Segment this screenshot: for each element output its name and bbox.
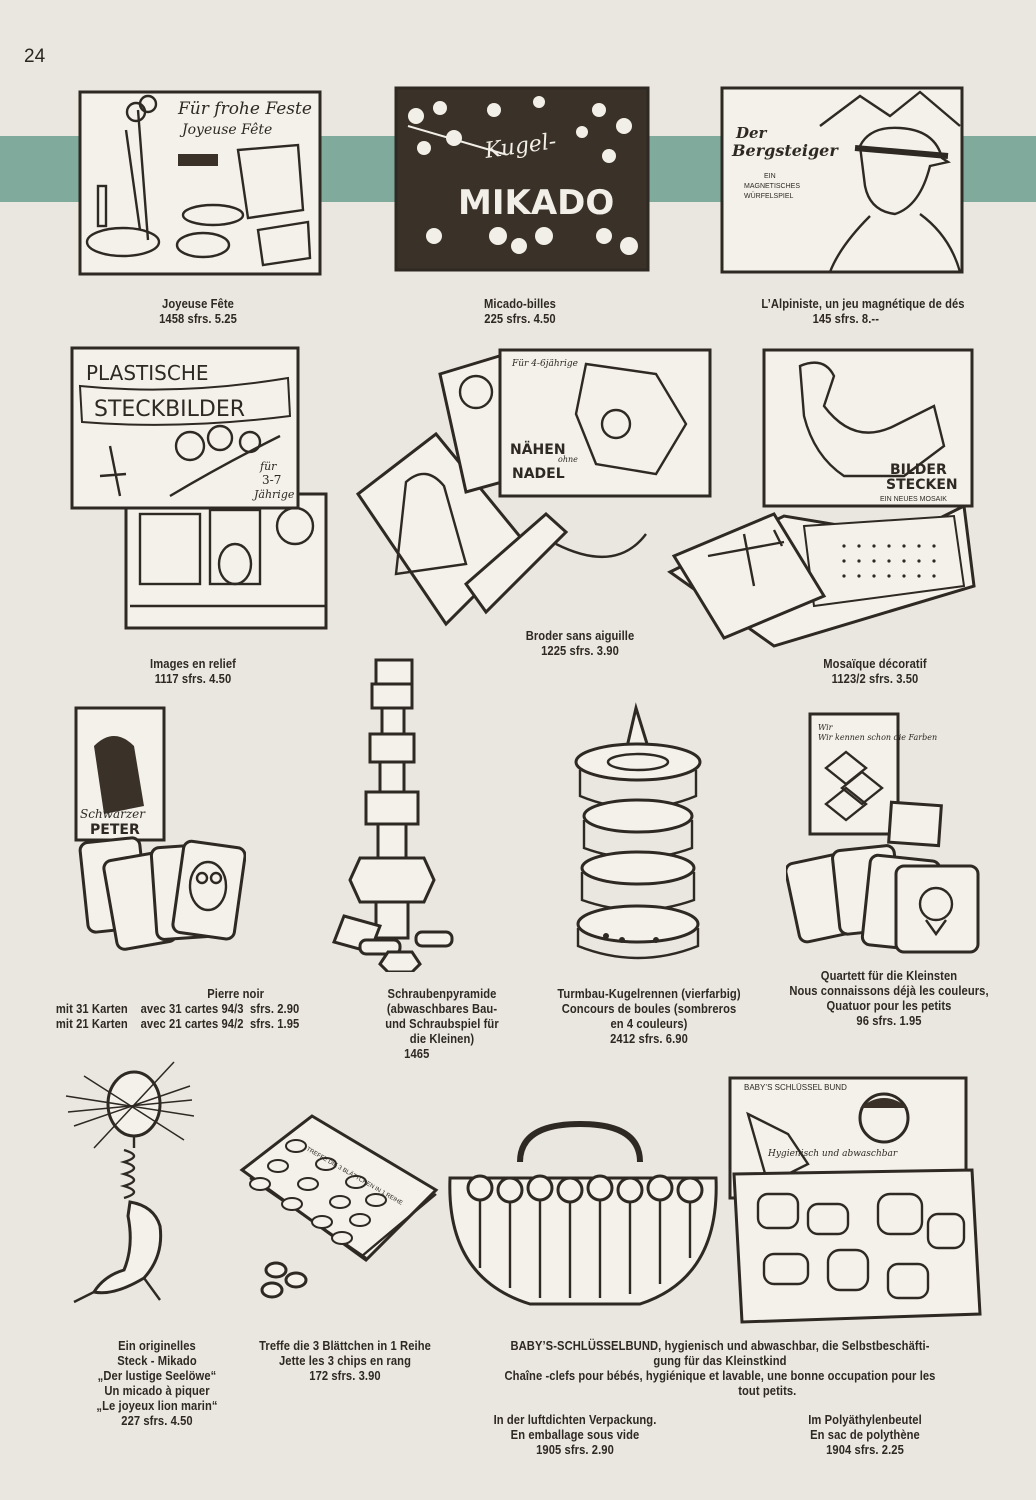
svg-text:EIN NEUES MOSAIK: EIN NEUES MOSAIK: [880, 496, 947, 503]
svg-text:Hygienisch und abwaschbar: Hygienisch und abwaschbar: [767, 1149, 898, 1159]
relief-caption: Images en relief 1117 sfrs. 4.50: [150, 656, 236, 686]
svg-text:NÄHEN: NÄHEN: [510, 441, 566, 458]
joyeuse-fete-box-illustration: Für frohe Feste Joyeuse Fête: [78, 90, 322, 276]
svg-text:MAGNETISCHES: MAGNETISCHES: [744, 183, 800, 190]
page-number: 24: [24, 46, 46, 67]
svg-text:MIKADO: MIKADO: [458, 183, 614, 223]
baby-polybag-caption: Im Polyäthylenbeutel En sac de polythène…: [808, 1412, 922, 1457]
svg-text:STECKEN: STECKEN: [886, 477, 958, 493]
svg-text:WÜRFELSPIEL: WÜRFELSPIEL: [744, 192, 794, 200]
bergsteiger-box-illustration: Der Bergsteiger EIN MAGNETISCHES WÜRFELS…: [720, 86, 964, 274]
svg-text:Wir: Wir: [818, 723, 834, 732]
schraubenpyramide-illustration: [320, 656, 464, 972]
svg-text:Jährige: Jährige: [252, 488, 295, 501]
svg-text:NADEL: NADEL: [512, 466, 565, 482]
schwarzer-peter-illustration: Schwarzer PETER: [74, 706, 246, 972]
svg-text:Der: Der: [735, 124, 768, 142]
steckbilder-box-illustration: PLASTISCHE STECKBILDER für 3-7 Jährige: [70, 346, 330, 632]
turmbau-caption: Turmbau-Kugelrennen (vierfarbig) Concour…: [557, 986, 741, 1046]
turmbau-kugelrennen-illustration: [566, 700, 712, 972]
seeloewe-mikado-illustration: [64, 1056, 194, 1306]
svg-text:PLASTISCHE: PLASTISCHE: [86, 361, 209, 385]
baby-schluesselbund-ring-illustration: [440, 1118, 726, 1310]
svg-text:BABY’S SCHLÜSSEL BUND: BABY’S SCHLÜSSEL BUND: [744, 1083, 847, 1092]
schraub-caption: Schraubenpyramide (abwaschbares Bau- und…: [385, 986, 499, 1061]
naehen-ohne-nadel-illustration: Für 4-6jährige NÄHEN ohne NADEL: [356, 344, 716, 634]
baby-schluesselbund-bag-illustration: BABY’S SCHLÜSSEL BUND Hygienisch und abw…: [728, 1074, 982, 1326]
svg-text:Joyeuse Fête: Joyeuse Fête: [179, 122, 272, 138]
steck-mikado-caption: Ein originelles Steck - Mikado „Der lust…: [96, 1338, 218, 1428]
svg-text:3-7: 3-7: [262, 473, 281, 487]
svg-text:für: für: [259, 460, 277, 473]
bilder-stecken-box-illustration: BILDER STECKEN EIN NEUES MOSAIK: [664, 346, 976, 658]
svg-text:Für frohe Feste: Für frohe Feste: [177, 99, 312, 119]
svg-text:PETER: PETER: [90, 822, 140, 838]
alpiniste-caption: L’Alpiniste, un jeu magnétique de dés 14…: [761, 296, 965, 326]
broder-caption: Broder sans aiguille 1225 sfrs. 3.90: [525, 628, 635, 658]
mikado-caption: Micado-billes 225 sfrs. 4.50: [484, 296, 556, 326]
svg-text:Bergsteiger: Bergsteiger: [731, 141, 839, 160]
baby-vacuum-caption: In der luftdichten Verpackung. En emball…: [493, 1412, 657, 1457]
treffe-caption: Treffe die 3 Blättchen in 1 Reihe Jette …: [259, 1338, 431, 1383]
svg-text:Schwarzer: Schwarzer: [80, 807, 146, 821]
quartett-caption: Quartett für die Kleinsten Nous connaiss…: [789, 968, 989, 1028]
svg-text:Wir kennen schon die Farben: Wir kennen schon die Farben: [818, 733, 937, 742]
svg-text:STECKBILDER: STECKBILDER: [94, 397, 245, 422]
quartett-illustration: Wir Wir kennen schon die Farben: [786, 708, 986, 954]
pierre-caption: Pierre noir mit 31 Karten avec 31 cartes…: [55, 986, 300, 1031]
mosaique-caption: Mosaïque décoratif 1123/2 sfrs. 3.50: [823, 656, 927, 686]
treffe-3-blaettchen-illustration: TREFFE DIE 3 BLÄTTCHEN IN 1 REIHE: [236, 1110, 440, 1306]
svg-text:EIN: EIN: [764, 173, 776, 180]
svg-text:BILDER: BILDER: [890, 462, 947, 478]
baby-caption: BABY’S-SCHLÜSSELBUND, hygienisch und abw…: [504, 1338, 936, 1398]
joyeuse-caption: Joyeuse Fête 1458 sfrs. 5.25: [159, 296, 237, 326]
svg-text:Für 4-6jährige: Für 4-6jährige: [511, 359, 578, 369]
svg-text:ohne: ohne: [558, 455, 578, 464]
kugel-mikado-box-illustration: Kugel- MIKADO: [394, 86, 650, 272]
